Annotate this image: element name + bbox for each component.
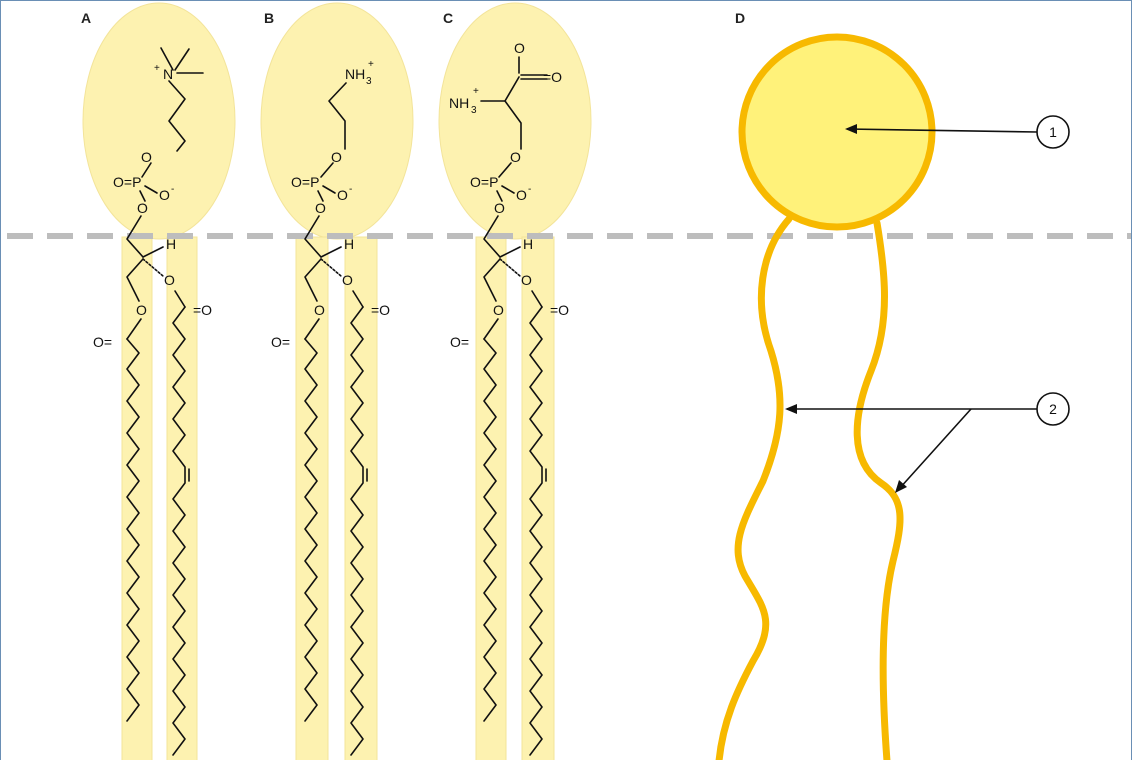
panel-b-ominus-charge: - xyxy=(349,184,352,195)
panel-b-glow xyxy=(260,2,414,760)
panel-d-head-circle xyxy=(738,33,936,231)
panel-a-n-atom: N xyxy=(163,66,173,82)
panel-a-n-charge: + xyxy=(154,63,160,74)
panel-c-o3: O xyxy=(521,272,532,288)
callout-1-number: 1 xyxy=(1049,124,1057,140)
panel-d-schematic xyxy=(715,33,936,760)
panel-b-ominus: O xyxy=(337,187,348,203)
callout-2: 2 xyxy=(785,392,1070,493)
panel-c-letter: C xyxy=(443,10,453,26)
panel-a-carbonyl-left: O= xyxy=(93,334,112,350)
panel-a-carbonyl-right: =O xyxy=(193,302,212,318)
panel-b-o3: O xyxy=(342,272,353,288)
panel-a-letter: A xyxy=(81,10,91,26)
panel-c-nh3-sub: 3 xyxy=(471,105,477,116)
callout-2-number: 2 xyxy=(1049,401,1057,417)
panel-d-letter: D xyxy=(735,10,745,26)
panel-b-h: H xyxy=(344,236,354,252)
panel-b-o2: O xyxy=(315,200,326,216)
callout-1-circle xyxy=(1036,115,1070,149)
panel-c-carbonyl-left: O= xyxy=(450,334,469,350)
panel-d-right-tail xyxy=(853,219,904,760)
panel-b-nh3: NH xyxy=(345,66,365,82)
panel-c-h: H xyxy=(523,236,533,252)
panel-c-o2: O xyxy=(494,200,505,216)
panel-a-o1: O xyxy=(141,149,152,165)
panel-c-molecule: O =O NH 3 + O O=P O - O H O O O= =O xyxy=(449,40,569,756)
panel-b-carbonyl-left: O= xyxy=(271,334,290,350)
panel-b-op: O=P xyxy=(291,174,319,190)
panel-b-nh3-charge: + xyxy=(368,59,374,70)
panel-c-carbonyl-right: =O xyxy=(550,302,569,318)
panel-c-o1: O xyxy=(510,149,521,165)
panel-a-o2: O xyxy=(137,200,148,216)
callout-2-circle xyxy=(1036,392,1070,426)
panel-b-o4: O xyxy=(314,302,325,318)
panel-c-op: O=P xyxy=(470,174,498,190)
panel-d-left-tail xyxy=(715,215,793,760)
panel-a-o4: O xyxy=(136,302,147,318)
panel-b-letter: B xyxy=(264,10,274,26)
panel-a-h: H xyxy=(166,236,176,252)
panel-a-op: O=P xyxy=(113,174,141,190)
panel-b-nh3-sub: 3 xyxy=(366,76,372,87)
panel-c-o4: O xyxy=(493,302,504,318)
callout-1: 1 xyxy=(845,115,1070,149)
panel-a-glow xyxy=(82,2,236,760)
panel-c-o-right: =O xyxy=(543,69,562,85)
panel-c-nh3-charge: + xyxy=(473,86,479,97)
panel-a-o3: O xyxy=(164,272,175,288)
panel-b-molecule: NH 3 + O O=P O - O H O O O= =O xyxy=(271,59,390,756)
panel-a-ominus: O xyxy=(159,187,170,203)
panel-c-glow xyxy=(438,2,592,760)
panel-c-nh3: NH xyxy=(449,95,469,111)
panel-b-carbonyl-right: =O xyxy=(371,302,390,318)
panel-b-o1: O xyxy=(331,149,342,165)
panel-c-ominus: O xyxy=(516,187,527,203)
panel-c-o-top: O xyxy=(514,40,525,56)
panel-a-molecule: + N O O=P O - O H O O O= =O xyxy=(93,47,212,756)
panel-a-ominus-charge: - xyxy=(171,184,174,195)
panel-c-ominus-charge: - xyxy=(528,184,531,195)
